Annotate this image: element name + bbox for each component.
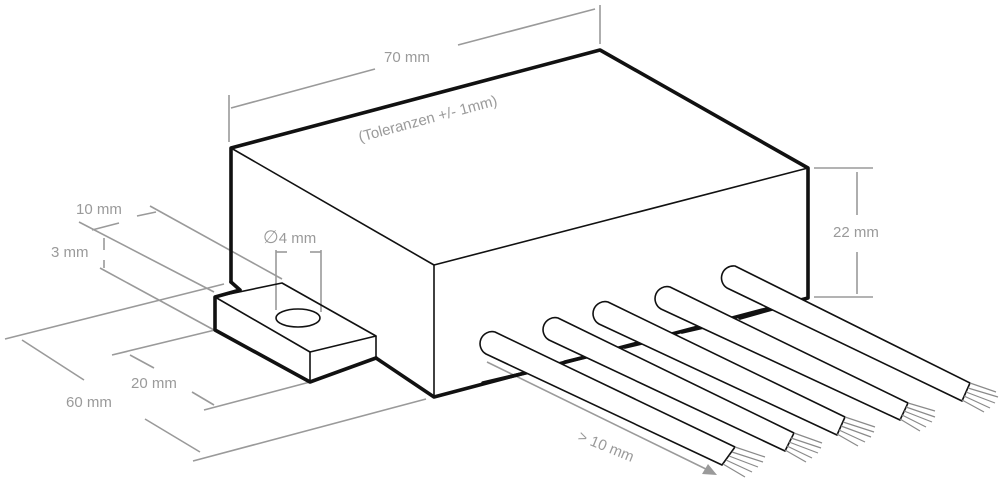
dimension-lines (4, 5, 873, 475)
wires (479, 265, 999, 478)
arrowhead-icon (702, 464, 717, 475)
length-label: 70 mm (384, 49, 430, 66)
mounting-tab (213, 280, 378, 384)
tab-depth-label: 10 mm (76, 201, 122, 218)
wire-5 (720, 265, 999, 413)
height-label: 22 mm (833, 224, 879, 241)
tolerance-label: (Toleranzen +/- 1mm) (357, 92, 499, 145)
wire-1 (479, 330, 766, 478)
wire-4 (654, 285, 936, 432)
wire-3 (592, 300, 876, 447)
wire-length-label: > 10 mm (576, 428, 637, 466)
module-housing (229, 48, 810, 399)
hole-diameter-label: ∅4 mm (263, 227, 316, 247)
width-label: 60 mm (66, 394, 112, 411)
diameter-icon: ∅ (263, 227, 279, 247)
tab-width-label: 20 mm (131, 375, 177, 392)
tab-thickness-label: 3 mm (51, 244, 89, 261)
mounting-hole (275, 308, 321, 328)
wire-2 (542, 316, 823, 463)
